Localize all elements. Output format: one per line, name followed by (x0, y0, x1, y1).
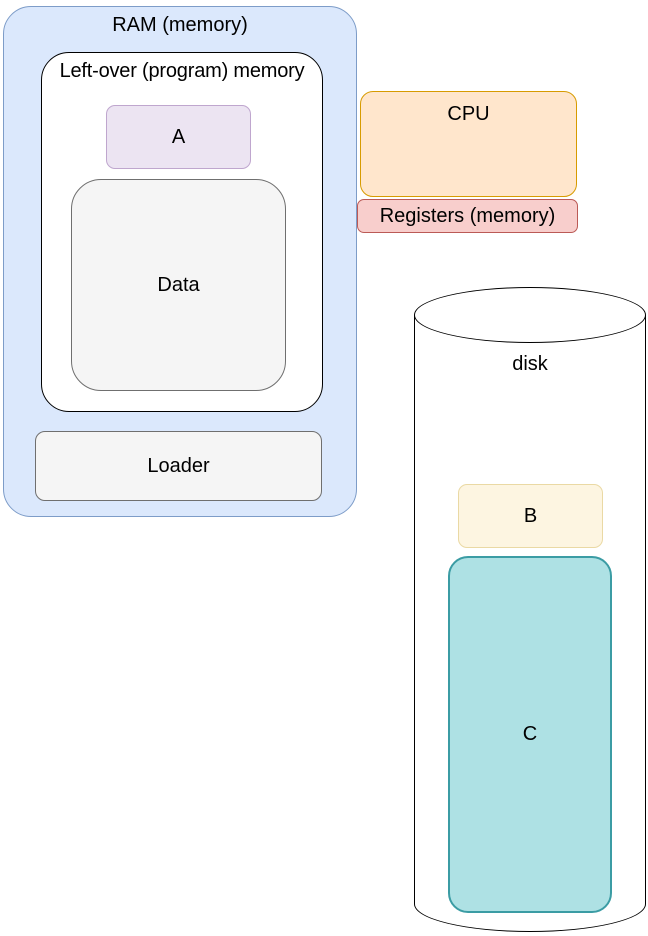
program-b-label: B (523, 504, 538, 527)
registers-label: Registers (memory) (379, 204, 556, 227)
loader-label: Loader (147, 454, 210, 477)
ram-box: RAM (memory) Left-over (program) memory … (3, 6, 357, 517)
cpu-box: CPU (360, 91, 577, 197)
disk-cylinder: disk B C (414, 287, 646, 932)
disk-cylinder-rim (414, 287, 646, 343)
program-c-box: C (448, 556, 612, 913)
leftover-memory-box: Left-over (program) memory A Data (41, 52, 323, 412)
data-label: Data (157, 273, 200, 296)
program-a-label: A (171, 125, 186, 148)
program-b-box: B (458, 484, 603, 548)
program-c-label: C (522, 723, 538, 745)
cpu-label: CPU (447, 103, 490, 125)
ram-label: RAM (memory) (112, 14, 248, 36)
program-a-box: A (106, 105, 251, 169)
leftover-memory-label: Left-over (program) memory (59, 60, 305, 82)
registers-box: Registers (memory) (357, 199, 578, 233)
loader-box: Loader (35, 431, 322, 501)
data-box: Data (71, 179, 286, 391)
disk-label: disk (512, 353, 548, 375)
